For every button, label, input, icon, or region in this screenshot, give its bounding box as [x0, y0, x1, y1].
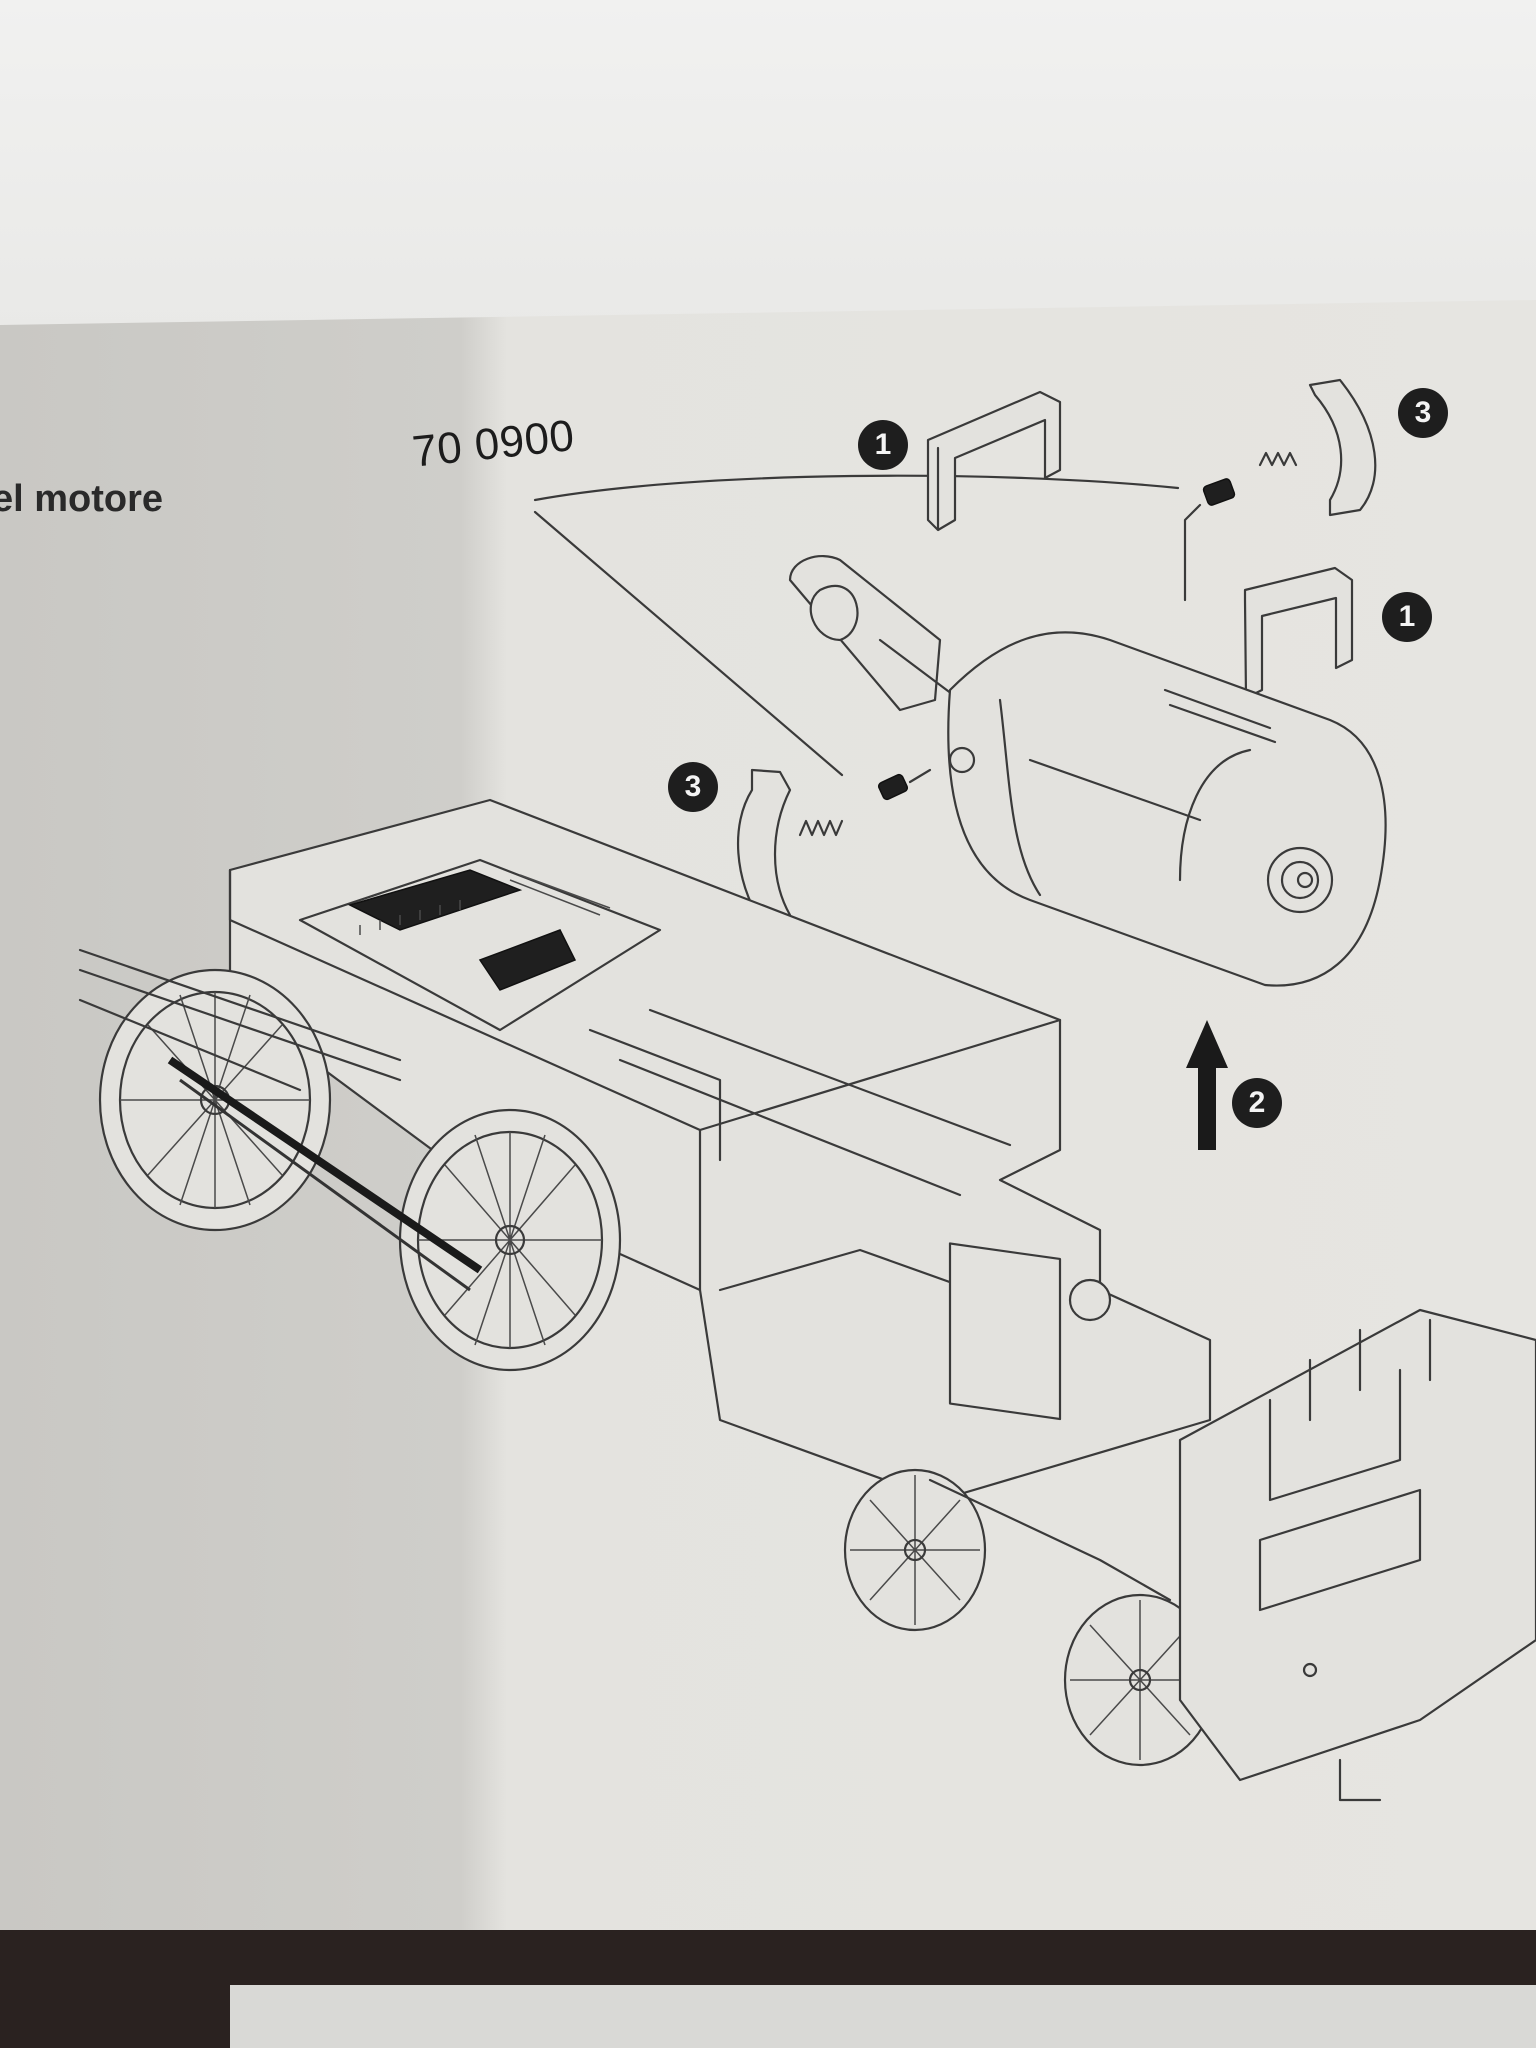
motor: [788, 555, 1387, 987]
leader-line-left: [533, 510, 844, 777]
brush-left: [877, 768, 932, 801]
spring-top: [1258, 451, 1298, 467]
decoder-board: [298, 858, 662, 1032]
brush-cap-top-right: [1308, 378, 1377, 517]
bracket-top: [926, 390, 1062, 532]
spring-left: [798, 819, 844, 837]
callout-1-right: 1: [1382, 592, 1432, 642]
background-sheet: [0, 0, 1536, 330]
small-washer: [1068, 1278, 1112, 1322]
insert-arrow: [1186, 1020, 1228, 1150]
heading-fragment: el motore: [0, 478, 164, 520]
callout-3-left: 3: [668, 762, 718, 812]
wheel-bogie-1: [843, 1468, 987, 1632]
wheel-rear-left: [398, 1108, 622, 1372]
leader-line-top: [533, 474, 1180, 502]
callout-2-arrow: 2: [1232, 1078, 1282, 1128]
rear-coupler: [1178, 1308, 1536, 1802]
brush-top: [1183, 478, 1236, 602]
lower-sheet: [230, 1985, 1536, 2048]
wheel-front-left: [98, 968, 332, 1232]
callout-1-top: 1: [858, 420, 908, 470]
coupling-rod: [78, 948, 483, 1292]
rear-frame: [928, 1478, 1172, 1602]
brush-cap-left: [736, 768, 792, 922]
bracket-right: [1243, 566, 1354, 700]
callout-3-top: 3: [1398, 388, 1448, 438]
